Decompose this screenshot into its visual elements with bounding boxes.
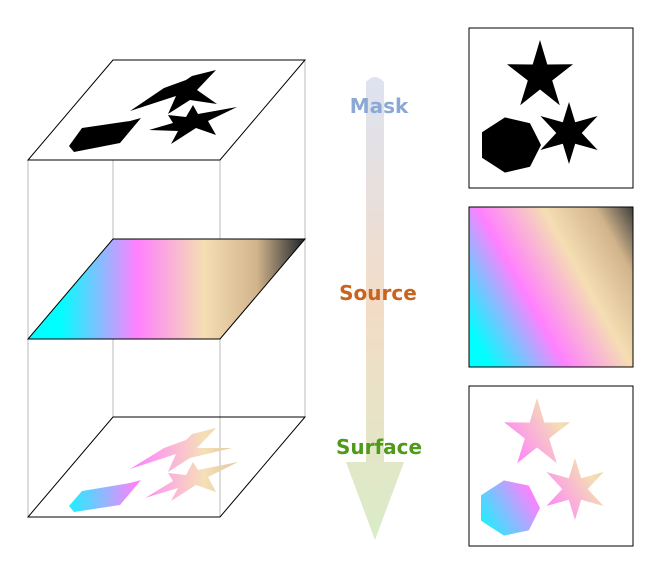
- surface-hexagon-shape: [69, 480, 141, 512]
- mask-thumbnail: [468, 27, 634, 189]
- surface-label: Surface: [336, 435, 422, 459]
- surface-thumbnail: [468, 385, 634, 547]
- layer-stack: [26, 59, 307, 518]
- surface-plane-outline: [26, 416, 307, 518]
- source-label: Source: [339, 281, 417, 305]
- mask-star-shape: [130, 70, 217, 114]
- surface-thumb-six-point-star: [546, 458, 604, 520]
- surface-six-point-star-shape: [145, 462, 238, 501]
- mask-plane: [26, 59, 307, 161]
- mask-thumb-hexagon: [482, 117, 541, 173]
- source-plane-fill: [26, 238, 307, 340]
- mask-plane-outline: [26, 59, 307, 161]
- mask-label: Mask: [350, 94, 409, 118]
- source-thumbnail: [468, 206, 634, 368]
- mask-thumb-five-point-star: [507, 40, 573, 106]
- arrow-shaft: [346, 77, 404, 540]
- mask-thumb-six-point-star: [540, 102, 598, 164]
- surface-plane: [26, 416, 307, 518]
- surface-thumb-five-point-star: [504, 398, 570, 464]
- surface-star-shape: [130, 428, 232, 472]
- flow-arrow: [346, 77, 404, 540]
- source-thumbnail-gradient: [468, 206, 634, 368]
- surface-thumb-hexagon: [481, 480, 540, 536]
- source-plane: [26, 238, 307, 340]
- mask-hexagon-shape: [69, 118, 141, 152]
- mask-six-point-star-shape: [149, 105, 237, 144]
